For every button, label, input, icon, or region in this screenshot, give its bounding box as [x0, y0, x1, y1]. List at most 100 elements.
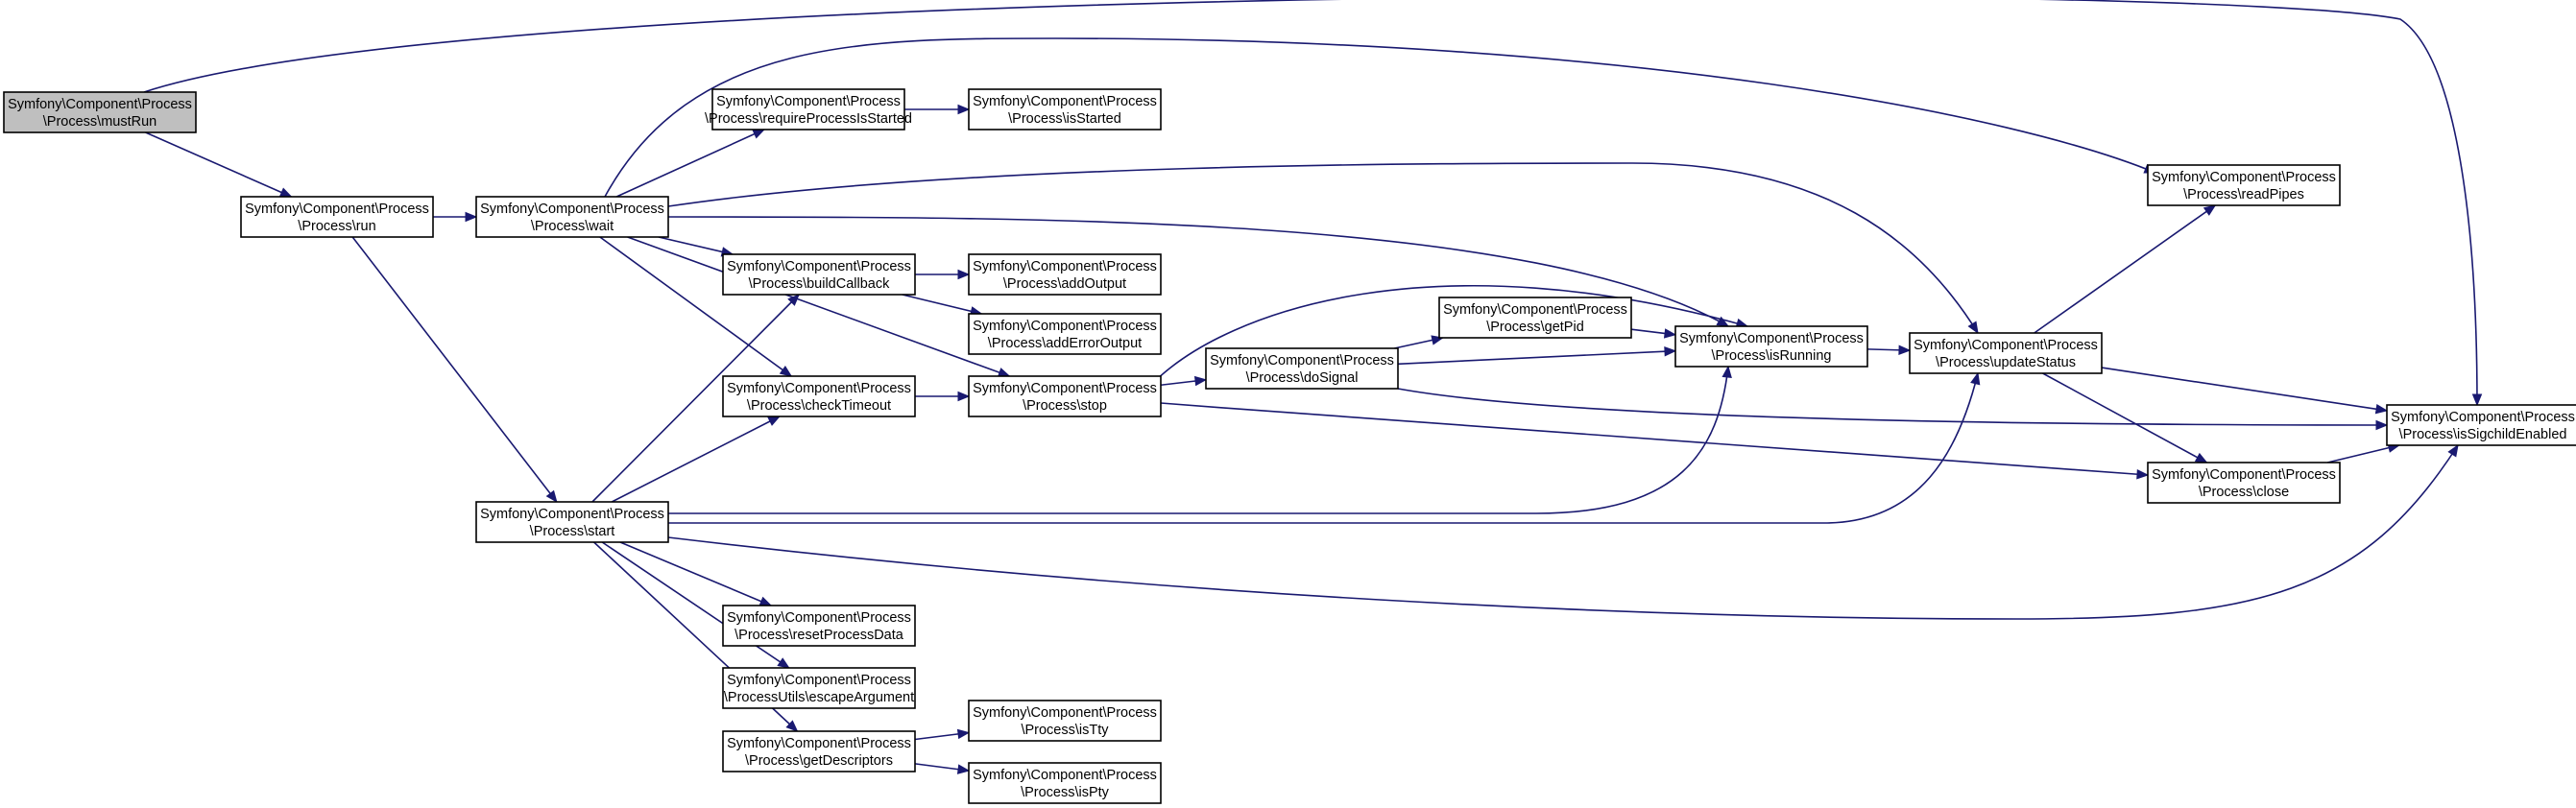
arrowhead-icon [2471, 393, 2483, 407]
node-box[interactable] [711, 88, 905, 131]
node-label-line2: \Process\requireProcessIsStarted [705, 111, 912, 127]
edge-line [619, 541, 772, 606]
node-box[interactable] [722, 730, 916, 772]
node-box[interactable] [2147, 164, 2341, 206]
edge-line [667, 444, 2459, 620]
edge-getDescriptors-to-isTty [914, 728, 971, 741]
node-box[interactable] [1909, 332, 2103, 374]
edge-line [667, 216, 1729, 327]
node-box[interactable] [968, 762, 1162, 804]
edge-mustRun-to-isSigchildEnabled [143, 0, 2483, 407]
edge-line [611, 416, 781, 503]
node-run[interactable]: Symfony\Component\Process\Process\run [240, 196, 434, 238]
edge-line [2326, 444, 2400, 463]
node-label-line1: Symfony\Component\Process [1443, 302, 1627, 318]
node-box[interactable] [968, 88, 1162, 131]
node-box[interactable] [1674, 325, 1868, 368]
node-addOutput[interactable]: Symfony\Component\Process \Process\addOut… [968, 253, 1162, 296]
node-label-line2: \Process\addOutput [1003, 276, 1126, 292]
node-layer: Symfony\Component\Process\Process\mustRu… [3, 88, 2576, 804]
node-label-line1: Symfony\Component\Process [245, 202, 429, 217]
edge-start-to-buildCallback [591, 294, 801, 503]
node-mustRun[interactable]: Symfony\Component\Process\Process\mustRu… [3, 91, 197, 133]
node-label-line1: Symfony\Component\Process [727, 610, 911, 626]
node-box[interactable] [2147, 462, 2341, 504]
node-readPipes[interactable]: Symfony\Component\Process \Process\readPi… [2147, 164, 2341, 206]
edge-getPid-to-isRunning [1630, 328, 1677, 339]
node-label-line2: \Process\isSigchildEnabled [2399, 427, 2567, 442]
node-label-line1: Symfony\Component\Process [973, 705, 1157, 721]
node-box[interactable] [3, 91, 197, 133]
node-close[interactable]: Symfony\Component\Process\Process\close [2147, 462, 2341, 504]
edge-buildCallback-to-addOutput [915, 269, 971, 280]
edge-line [658, 236, 734, 255]
edge-line [591, 294, 800, 503]
node-box[interactable] [968, 700, 1162, 742]
node-box[interactable] [968, 313, 1162, 355]
node-box[interactable] [475, 196, 669, 238]
arrowhead-icon [2194, 452, 2208, 463]
node-updateStatus[interactable]: Symfony\Component\Process\Process\update… [1909, 332, 2103, 374]
arrowhead-icon [767, 416, 781, 426]
node-box[interactable] [240, 196, 434, 238]
node-label-line2: \Process\checkTimeout [747, 398, 891, 414]
node-box[interactable] [2386, 404, 2576, 446]
node-isTty[interactable]: Symfony\Component\Process\Process\isTty [968, 700, 1162, 742]
node-getPid[interactable]: Symfony\Component\Process \Process\getPid [1438, 297, 1632, 339]
edge-run-to-start [351, 236, 558, 504]
arrowhead-icon [777, 657, 790, 669]
node-doSignal[interactable]: Symfony\Component\Process\Process\doSign… [1205, 347, 1399, 390]
arrowhead-icon [1664, 346, 1677, 357]
node-box[interactable] [1438, 297, 1632, 339]
node-start[interactable]: Symfony\Component\Process\Process\start [475, 501, 669, 543]
edge-updateStatus-to-close [2042, 372, 2208, 463]
node-addErrorOutput[interactable]: Symfony\Component\Process\Process\addErr… [968, 313, 1162, 355]
node-label-line1: Symfony\Component\Process [2152, 170, 2336, 185]
node-label-line1: Symfony\Component\Process [973, 259, 1157, 274]
node-isStarted[interactable]: Symfony\Component\Process \Process\isStar… [968, 88, 1162, 131]
node-label-line2: \ProcessUtils\escapeArgument [724, 690, 914, 705]
edge-line [668, 366, 1729, 514]
node-isRunning[interactable]: Symfony\Component\Process\Process\isRunn… [1674, 325, 1868, 368]
edge-line [1397, 388, 2388, 426]
node-requireProcessIsStarted[interactable]: Symfony\Component\Process\Process\requir… [705, 88, 912, 131]
node-label-line2: \Process\readPipes [2183, 187, 2304, 202]
edge-line [2034, 204, 2216, 334]
node-label-line1: Symfony\Component\Process [2152, 467, 2336, 483]
node-stop[interactable]: Symfony\Component\Process\Process\stop [968, 375, 1162, 417]
edge-requireProcessIsStarted-to-isStarted [904, 104, 971, 115]
node-isSigchildEnabled[interactable]: Symfony\Component\Process \Process\isSigc… [2386, 404, 2576, 446]
node-label-line1: Symfony\Component\Process [973, 94, 1157, 109]
node-isPty[interactable]: Symfony\Component\Process\Process\isPty [968, 762, 1162, 804]
arrowhead-icon [997, 368, 1011, 377]
node-label-line2: \Process\getPid [1486, 320, 1584, 335]
edge-stop-to-doSignal [1160, 375, 1208, 387]
node-box[interactable] [722, 667, 916, 709]
node-label-line2: \Process\start [530, 524, 615, 539]
edge-wait-to-updateStatus [667, 162, 1979, 335]
edge-getDescriptors-to-isPty [914, 763, 971, 774]
node-resetProcessData[interactable]: Symfony\Component\Process\Process\resetP… [722, 605, 916, 647]
node-label-line1: Symfony\Component\Process [727, 259, 911, 274]
edge-stop-to-close [1160, 402, 2150, 480]
node-label-line2: \Process\isStarted [1008, 111, 1121, 127]
node-escapeArgument[interactable]: Symfony\Component\Process\ProcessUtils\e… [722, 667, 916, 709]
edge-updateStatus-to-isSigchildEnabled [2101, 367, 2389, 415]
node-box[interactable] [968, 375, 1162, 417]
node-box[interactable] [968, 253, 1162, 296]
arrowhead-icon [2136, 469, 2150, 480]
node-box[interactable] [1205, 347, 1399, 390]
edge-updateStatus-to-readPipes [2034, 204, 2217, 334]
node-label-line1: Symfony\Component\Process [2391, 410, 2575, 425]
arrowhead-icon [758, 596, 773, 606]
node-checkTimeout[interactable]: Symfony\Component\Process\Process\checkT… [722, 375, 916, 417]
node-label-line2: \Process\getDescriptors [745, 753, 893, 769]
node-box[interactable] [722, 375, 916, 417]
node-wait[interactable]: Symfony\Component\Process\Process\wait [475, 196, 669, 238]
node-box[interactable] [475, 501, 669, 543]
node-box[interactable] [722, 253, 916, 296]
node-getDescriptors[interactable]: Symfony\Component\Process\Process\getDes… [722, 730, 916, 772]
edge-doSignal-to-isSigchildEnabled [1397, 388, 2389, 431]
node-box[interactable] [722, 605, 916, 647]
node-buildCallback[interactable]: Symfony\Component\Process\Process\buildC… [722, 253, 916, 296]
